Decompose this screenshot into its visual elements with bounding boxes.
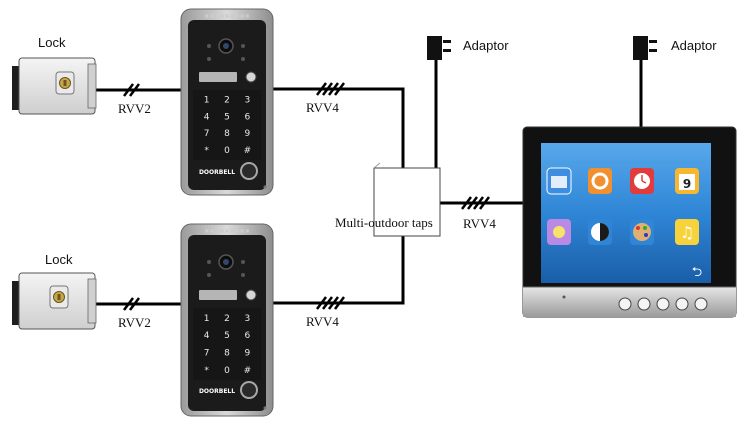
keypad-key: 0 bbox=[224, 146, 230, 156]
keypad-key: 7 bbox=[204, 129, 210, 139]
keypad-key: * bbox=[204, 366, 209, 376]
gear-icon bbox=[588, 168, 612, 194]
hash-lock-top bbox=[123, 83, 140, 97]
call-button bbox=[245, 71, 257, 83]
call-button bbox=[245, 289, 257, 301]
keypad-key: 2 bbox=[224, 314, 230, 324]
keypad-key: 8 bbox=[224, 129, 230, 139]
keypad-key: 6 bbox=[245, 331, 251, 341]
music-icon bbox=[675, 219, 699, 245]
keypad-key: 9 bbox=[245, 349, 251, 359]
lock-top bbox=[12, 57, 97, 115]
keypad-key: 4 bbox=[204, 112, 210, 122]
keypad-key: 5 bbox=[224, 112, 230, 122]
doorbell-panel-bottom: ■ ■ ■ ■ ■ ■ ■ ■ ■ ((◉)) DOORBELL 1234567… bbox=[180, 223, 274, 417]
keypad-key: 0 bbox=[224, 366, 230, 376]
hash-lock-bottom bbox=[123, 297, 140, 311]
cable-label-door-bottom: RVV4 bbox=[306, 314, 339, 329]
taps-box-label: Multi-outdoor taps bbox=[335, 215, 433, 230]
adaptor-right bbox=[633, 36, 657, 60]
keypad-key: # bbox=[244, 146, 252, 156]
keypad-key: 4 bbox=[204, 331, 210, 341]
doorbell-panel-top: ■ ■ ■ ■ ■ ■ ■ ■ ■ ((◉)) DOORBELL 1234567… bbox=[180, 8, 274, 196]
wire-door-top bbox=[273, 87, 405, 170]
monitor-button-unlock bbox=[618, 297, 632, 311]
adaptor-label-right: Adaptor bbox=[671, 38, 717, 53]
adaptor-label-left: Adaptor bbox=[463, 38, 509, 53]
keypad-key: 1 bbox=[204, 314, 210, 324]
keypad bbox=[193, 90, 261, 160]
monitor-screen bbox=[541, 143, 711, 283]
keypad bbox=[193, 308, 261, 380]
cable-label-door-top: RVV4 bbox=[306, 100, 339, 115]
cable-label-monitor: RVV4 bbox=[463, 216, 496, 231]
keypad-key: # bbox=[244, 366, 252, 376]
keypad-key: 8 bbox=[224, 349, 230, 359]
keypad-key: 3 bbox=[245, 96, 251, 106]
monitor-button-talk bbox=[656, 297, 670, 311]
wires bbox=[95, 60, 643, 306]
monitor-button-menu bbox=[694, 297, 708, 311]
monitor-button-monitor bbox=[637, 297, 651, 311]
fingerprint-sensor bbox=[240, 381, 258, 399]
keypad-key: 7 bbox=[204, 349, 210, 359]
brand-label: DOORBELL bbox=[199, 388, 235, 395]
keypad-key: 3 bbox=[245, 314, 251, 324]
back-icon: ⮌ bbox=[692, 265, 702, 280]
indoor-monitor: 9 ♫ ⮌ bbox=[522, 126, 737, 318]
multi-outdoor-taps-box bbox=[373, 162, 441, 237]
monitor-buttons bbox=[618, 297, 708, 311]
keypad-key: 1 bbox=[204, 96, 210, 106]
hash-door-bottom bbox=[316, 296, 345, 310]
hash-door-top bbox=[316, 82, 345, 96]
cable-label-lock-top: RVV2 bbox=[118, 101, 151, 116]
keypad-key: * bbox=[204, 146, 209, 156]
speaker-grille bbox=[199, 72, 237, 82]
speaker-grille bbox=[199, 290, 237, 300]
lock-label-top: Lock bbox=[38, 35, 66, 50]
hash-monitor bbox=[461, 196, 490, 210]
lock-bottom bbox=[12, 272, 97, 330]
cable-hash-marks bbox=[123, 82, 490, 311]
keypad-key: 9 bbox=[245, 129, 251, 139]
lock-label-bottom: Lock bbox=[45, 252, 73, 267]
svg-text:■ ■ ■ ■ ■ ■ ■ ■ ■: ■ ■ ■ ■ ■ ■ ■ ■ ■ bbox=[205, 228, 249, 233]
svg-text:♫: ♫ bbox=[680, 223, 694, 242]
fingerprint-sensor bbox=[240, 162, 258, 180]
keypad-key: 6 bbox=[245, 112, 251, 122]
calendar-day: 9 bbox=[683, 177, 691, 191]
wire-door-bottom bbox=[273, 236, 405, 305]
adaptor-left bbox=[427, 36, 451, 60]
keypad-key: 2 bbox=[224, 96, 230, 106]
keypad-key: 5 bbox=[224, 331, 230, 341]
screen-icon-grid: 9 ♫ bbox=[546, 167, 699, 245]
monitor-button-intercom bbox=[675, 297, 689, 311]
svg-text:■ ■ ■ ■ ■ ■ ■ ■ ■: ■ ■ ■ ■ ■ ■ ■ ■ ■ bbox=[205, 13, 249, 18]
cable-label-lock-bottom: RVV2 bbox=[118, 315, 151, 330]
brand-label: DOORBELL bbox=[199, 169, 235, 176]
